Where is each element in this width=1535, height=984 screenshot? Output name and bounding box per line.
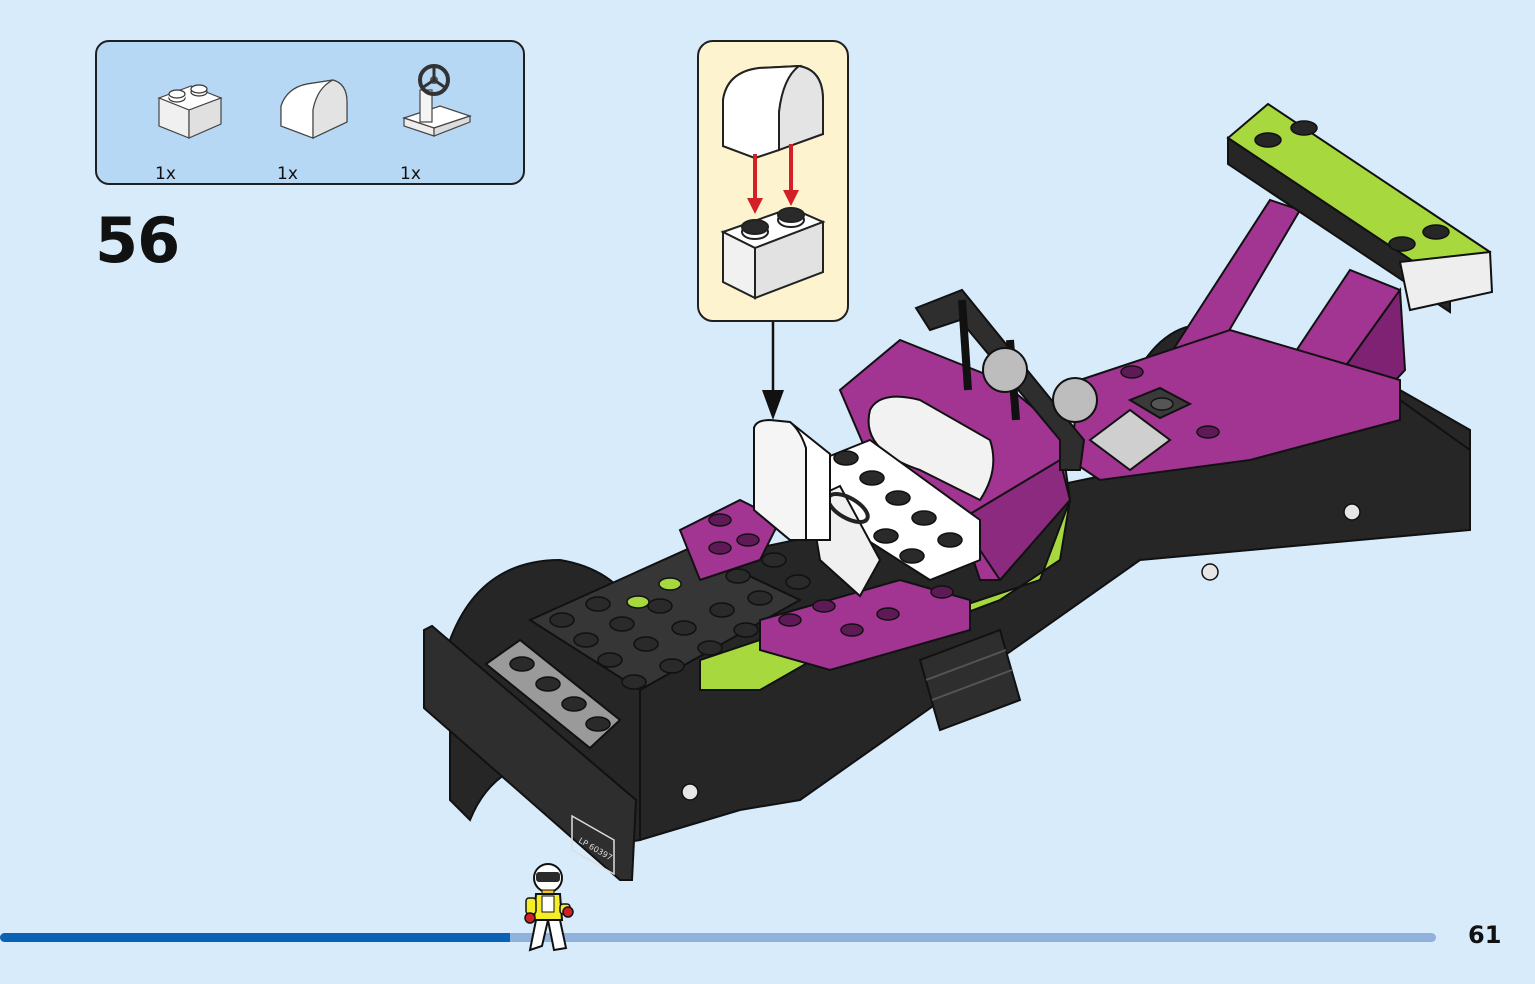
white-brick-1x2-icon bbox=[157, 84, 223, 139]
parts-list-item: 1x bbox=[277, 62, 367, 184]
build-progress-fill bbox=[0, 933, 510, 942]
minifigure-progress-icon bbox=[524, 863, 574, 952]
axle-pin-icon bbox=[681, 503, 1361, 801]
white-curved-slope-1x2-icon bbox=[280, 79, 348, 139]
part-quantity: 1x bbox=[277, 164, 298, 184]
sub-assembly-callout bbox=[697, 40, 849, 322]
placement-arrow-icon bbox=[762, 322, 784, 420]
part-quantity: 1x bbox=[155, 164, 176, 184]
parts-list-item: 1x bbox=[400, 62, 490, 184]
white-steering-wheel-plate-icon bbox=[402, 64, 472, 137]
page-number: 61 bbox=[1468, 921, 1502, 949]
sub-assembly-illustration bbox=[720, 64, 826, 300]
part-quantity: 1x bbox=[400, 164, 421, 184]
parts-list-box: 1x 1x 1x bbox=[95, 40, 525, 185]
red-arrow-icon bbox=[747, 144, 799, 214]
build-progress-bar bbox=[0, 933, 1436, 942]
parts-list-item: 1x bbox=[155, 62, 245, 184]
step-number: 56 bbox=[95, 204, 180, 277]
